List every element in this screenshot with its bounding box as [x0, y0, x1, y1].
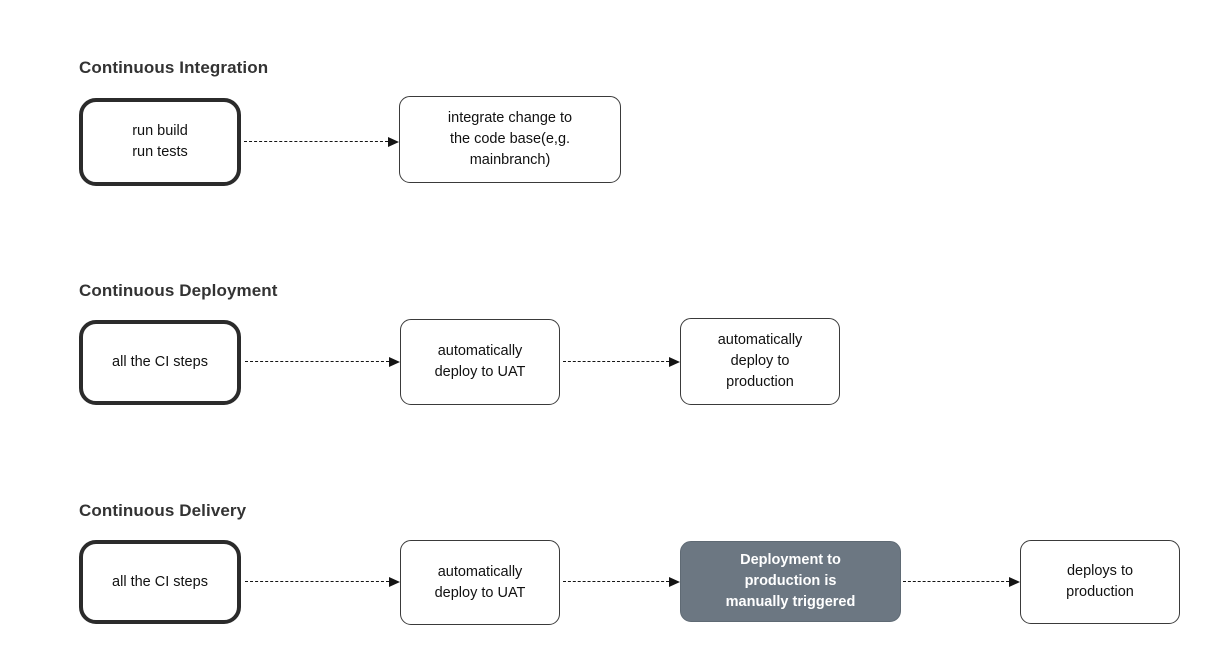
dashed-line	[245, 581, 389, 582]
arrowhead-icon	[669, 576, 680, 587]
arrowhead-icon	[669, 356, 680, 367]
dashed-line	[563, 581, 669, 582]
section-heading-continuous-integration: Continuous Integration	[79, 58, 269, 77]
arrow-cdel-3	[903, 574, 1021, 590]
node-cdel-deploys-production[interactable]: deploys to production	[1020, 540, 1180, 624]
dashed-line	[245, 361, 389, 362]
arrowhead-icon	[1009, 576, 1020, 587]
dashed-line	[563, 361, 669, 362]
node-label: deploys to production	[1066, 563, 1134, 600]
section-heading-continuous-deployment: Continuous Deployment	[79, 281, 278, 300]
node-cdel-all-ci-steps[interactable]: all the CI steps	[79, 540, 241, 624]
node-label: Deployment to production is manually tri…	[725, 552, 856, 610]
node-label: all the CI steps	[112, 354, 208, 370]
node-ci-run-build-run-tests[interactable]: run build run tests	[79, 98, 241, 186]
node-ci-integrate-change[interactable]: integrate change to the code base(e,g. m…	[399, 96, 621, 183]
arrowhead-icon	[389, 356, 400, 367]
node-label: automatically deploy to UAT	[434, 343, 526, 380]
node-label: run build run tests	[132, 123, 188, 160]
node-label: all the CI steps	[112, 573, 208, 590]
arrow-cdel-2	[563, 574, 681, 590]
dashed-line	[244, 141, 388, 142]
node-label: automatically deploy to UAT	[434, 563, 526, 601]
arrow-ci-1	[244, 134, 399, 150]
arrow-cdep-1	[245, 354, 400, 370]
arrow-cdep-2	[563, 354, 681, 370]
dashed-line	[903, 581, 1009, 582]
node-cdel-deploy-uat[interactable]: automatically deploy to UAT	[400, 540, 560, 625]
node-cdep-deploy-uat[interactable]: automatically deploy to UAT	[400, 319, 560, 405]
node-label: automatically deploy to production	[717, 332, 803, 390]
node-cdep-all-ci-steps[interactable]: all the CI steps	[79, 320, 241, 405]
arrowhead-icon	[388, 136, 399, 147]
arrow-cdel-1	[245, 574, 400, 590]
node-cdel-manual-trigger[interactable]: Deployment to production is manually tri…	[680, 541, 901, 622]
node-cdep-deploy-production[interactable]: automatically deploy to production	[680, 318, 840, 405]
node-label: integrate change to the code base(e,g. m…	[447, 110, 573, 168]
arrowhead-icon	[389, 576, 400, 587]
section-heading-continuous-delivery: Continuous Delivery	[79, 501, 247, 520]
